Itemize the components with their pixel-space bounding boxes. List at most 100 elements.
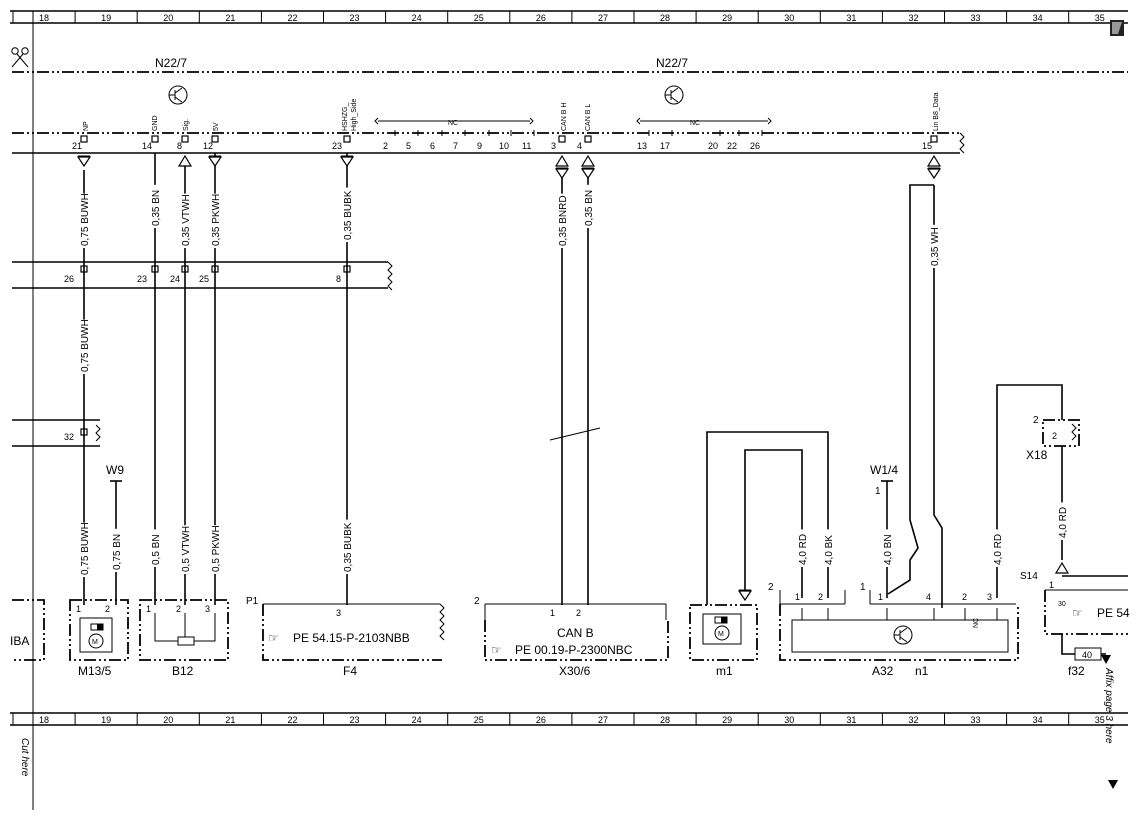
top-pin-15: 15 xyxy=(922,141,932,151)
ruler-column-35: 35 xyxy=(1095,13,1105,23)
s14-label: S14 xyxy=(1020,571,1038,582)
ruler-column-34: 34 xyxy=(1033,715,1043,725)
wire-label: 0,35 BUBK xyxy=(342,519,354,574)
arrow-down-icon xyxy=(554,168,570,180)
signal-high-side: High_Side xyxy=(351,99,358,131)
signal-gnd: GND xyxy=(152,115,159,131)
m13-5-component: M 1 2 M13/5 xyxy=(69,599,129,678)
top-pin-12: 12 xyxy=(203,141,213,151)
arrow-up-icon xyxy=(177,154,193,167)
arrow-down-icon xyxy=(737,590,753,602)
svg-text:1: 1 xyxy=(860,582,866,593)
top-pin-26: 26 xyxy=(750,141,760,151)
top-pin-22: 22 xyxy=(727,141,737,151)
transistor-icon-right xyxy=(664,85,684,105)
signal-can-bh: CAN B H xyxy=(561,103,568,131)
svg-text:1: 1 xyxy=(146,604,151,614)
f4-label: F4 xyxy=(343,664,357,678)
ruler-column-23: 23 xyxy=(350,13,360,23)
arrow-down-icon xyxy=(580,168,596,180)
svg-text:0,5 VTWH: 0,5 VTWH xyxy=(181,526,192,572)
svg-text:2: 2 xyxy=(962,592,967,602)
svg-text:0,75 BUWH: 0,75 BUWH xyxy=(80,522,91,575)
wire-label: 0,75 BN xyxy=(111,528,123,572)
ruler-column-18: 18 xyxy=(39,13,49,23)
mid-pin-8: 8 xyxy=(336,274,341,284)
ruler-column-31: 31 xyxy=(846,715,856,725)
mid-pin-23: 23 xyxy=(137,274,147,284)
b12-component: 1 2 3 B12 xyxy=(139,599,229,678)
affix-arrow-icon xyxy=(1101,655,1111,664)
wire-label: 0,35 BNRD xyxy=(557,193,569,248)
signal-hshzg: HSHZG_ xyxy=(342,103,349,132)
f4-ref-link[interactable]: PE 54.15-P-2103NBB xyxy=(293,631,410,645)
svg-text:1: 1 xyxy=(795,592,800,602)
wire-label: 0,35 BN xyxy=(150,184,162,228)
signal-5v: 5V xyxy=(213,122,220,131)
svg-text:1: 1 xyxy=(76,604,81,614)
pin-mark xyxy=(211,135,219,143)
splice-break xyxy=(95,424,101,442)
ruler-column-30: 30 xyxy=(784,13,794,23)
svg-text:0,35 BUBK: 0,35 BUBK xyxy=(343,522,354,572)
fuse-value: 40 xyxy=(1082,650,1092,660)
w1-4-pin: 1 xyxy=(875,486,881,497)
ruler-column-23: 23 xyxy=(350,715,360,725)
nc-bracket-right: NC xyxy=(636,117,772,127)
ruler-column-28: 28 xyxy=(660,715,670,725)
svg-text:0,35 BN: 0,35 BN xyxy=(151,190,162,226)
top-pin-13: 13 xyxy=(637,141,647,151)
wire-arrows xyxy=(76,154,1070,602)
svg-text:NC: NC xyxy=(973,618,980,628)
ruler-column-19: 19 xyxy=(101,13,111,23)
cut-here-text: Cut here xyxy=(19,738,30,777)
f4-component: P1 3 ☞ PE 54.15-P-2103NBB F4 xyxy=(246,596,445,678)
ruler-column-22: 22 xyxy=(287,715,297,725)
x30-6-label: X30/6 xyxy=(559,664,591,678)
m13-5-label: M13/5 xyxy=(78,664,112,678)
wire-label: 4,0 RD xyxy=(992,529,1004,567)
x30-6-component: 2 1 2 CAN B ☞ PE 00.19-P-2300NBC X30/6 xyxy=(474,596,669,678)
svg-text:0,5 PKWH: 0,5 PKWH xyxy=(211,525,222,572)
m1-label: m1 xyxy=(716,664,733,678)
ruler-column-30: 30 xyxy=(784,715,794,725)
svg-text:1: 1 xyxy=(1049,580,1054,590)
x30-ref-link[interactable]: PE 00.19-P-2300NBC xyxy=(515,643,633,657)
nc-bracket-left: NC xyxy=(374,117,534,127)
n22-7-label-right: N22/7 xyxy=(656,56,688,70)
top-pin-marks xyxy=(80,130,938,143)
top-pin-17: 17 xyxy=(660,141,670,151)
arrow-down-icon xyxy=(76,156,92,168)
ruler-column-24: 24 xyxy=(412,715,422,725)
svg-text:3: 3 xyxy=(987,592,992,602)
svg-text:1: 1 xyxy=(550,608,555,618)
ruler-column-29: 29 xyxy=(722,13,732,23)
s14-ref-link[interactable]: PE 54 xyxy=(1097,606,1130,620)
wire-label: 0,75 BUWH xyxy=(79,193,91,248)
pin-mark xyxy=(181,135,189,143)
svg-text:4,0 BN: 4,0 BN xyxy=(883,534,894,565)
svg-text:NC: NC xyxy=(690,120,700,127)
pin-mark xyxy=(930,135,938,143)
ruler-column-29: 29 xyxy=(722,715,732,725)
top-pin-14: 14 xyxy=(142,141,152,151)
wire-label: 0,35 BN xyxy=(583,184,595,228)
ruler-column-21: 21 xyxy=(225,715,235,725)
page-icon xyxy=(1110,20,1124,36)
svg-text:4,0 RD: 4,0 RD xyxy=(798,534,809,565)
wires xyxy=(83,153,1128,608)
svg-text:0,35 BNRD: 0,35 BNRD xyxy=(558,195,569,246)
svg-text:4,0 RD: 4,0 RD xyxy=(993,534,1004,565)
ruler-column-20: 20 xyxy=(163,13,173,23)
svg-text:2: 2 xyxy=(576,608,581,618)
top-pin-7: 7 xyxy=(453,141,458,151)
svg-text:2: 2 xyxy=(176,604,181,614)
top-pin-6: 6 xyxy=(430,141,435,151)
wire-label: 0,35 BUBK xyxy=(342,187,354,242)
svg-text:M: M xyxy=(92,639,98,646)
w9-label: W9 xyxy=(106,463,124,477)
signal-lin-b8: Lin B8_Data xyxy=(933,92,940,131)
